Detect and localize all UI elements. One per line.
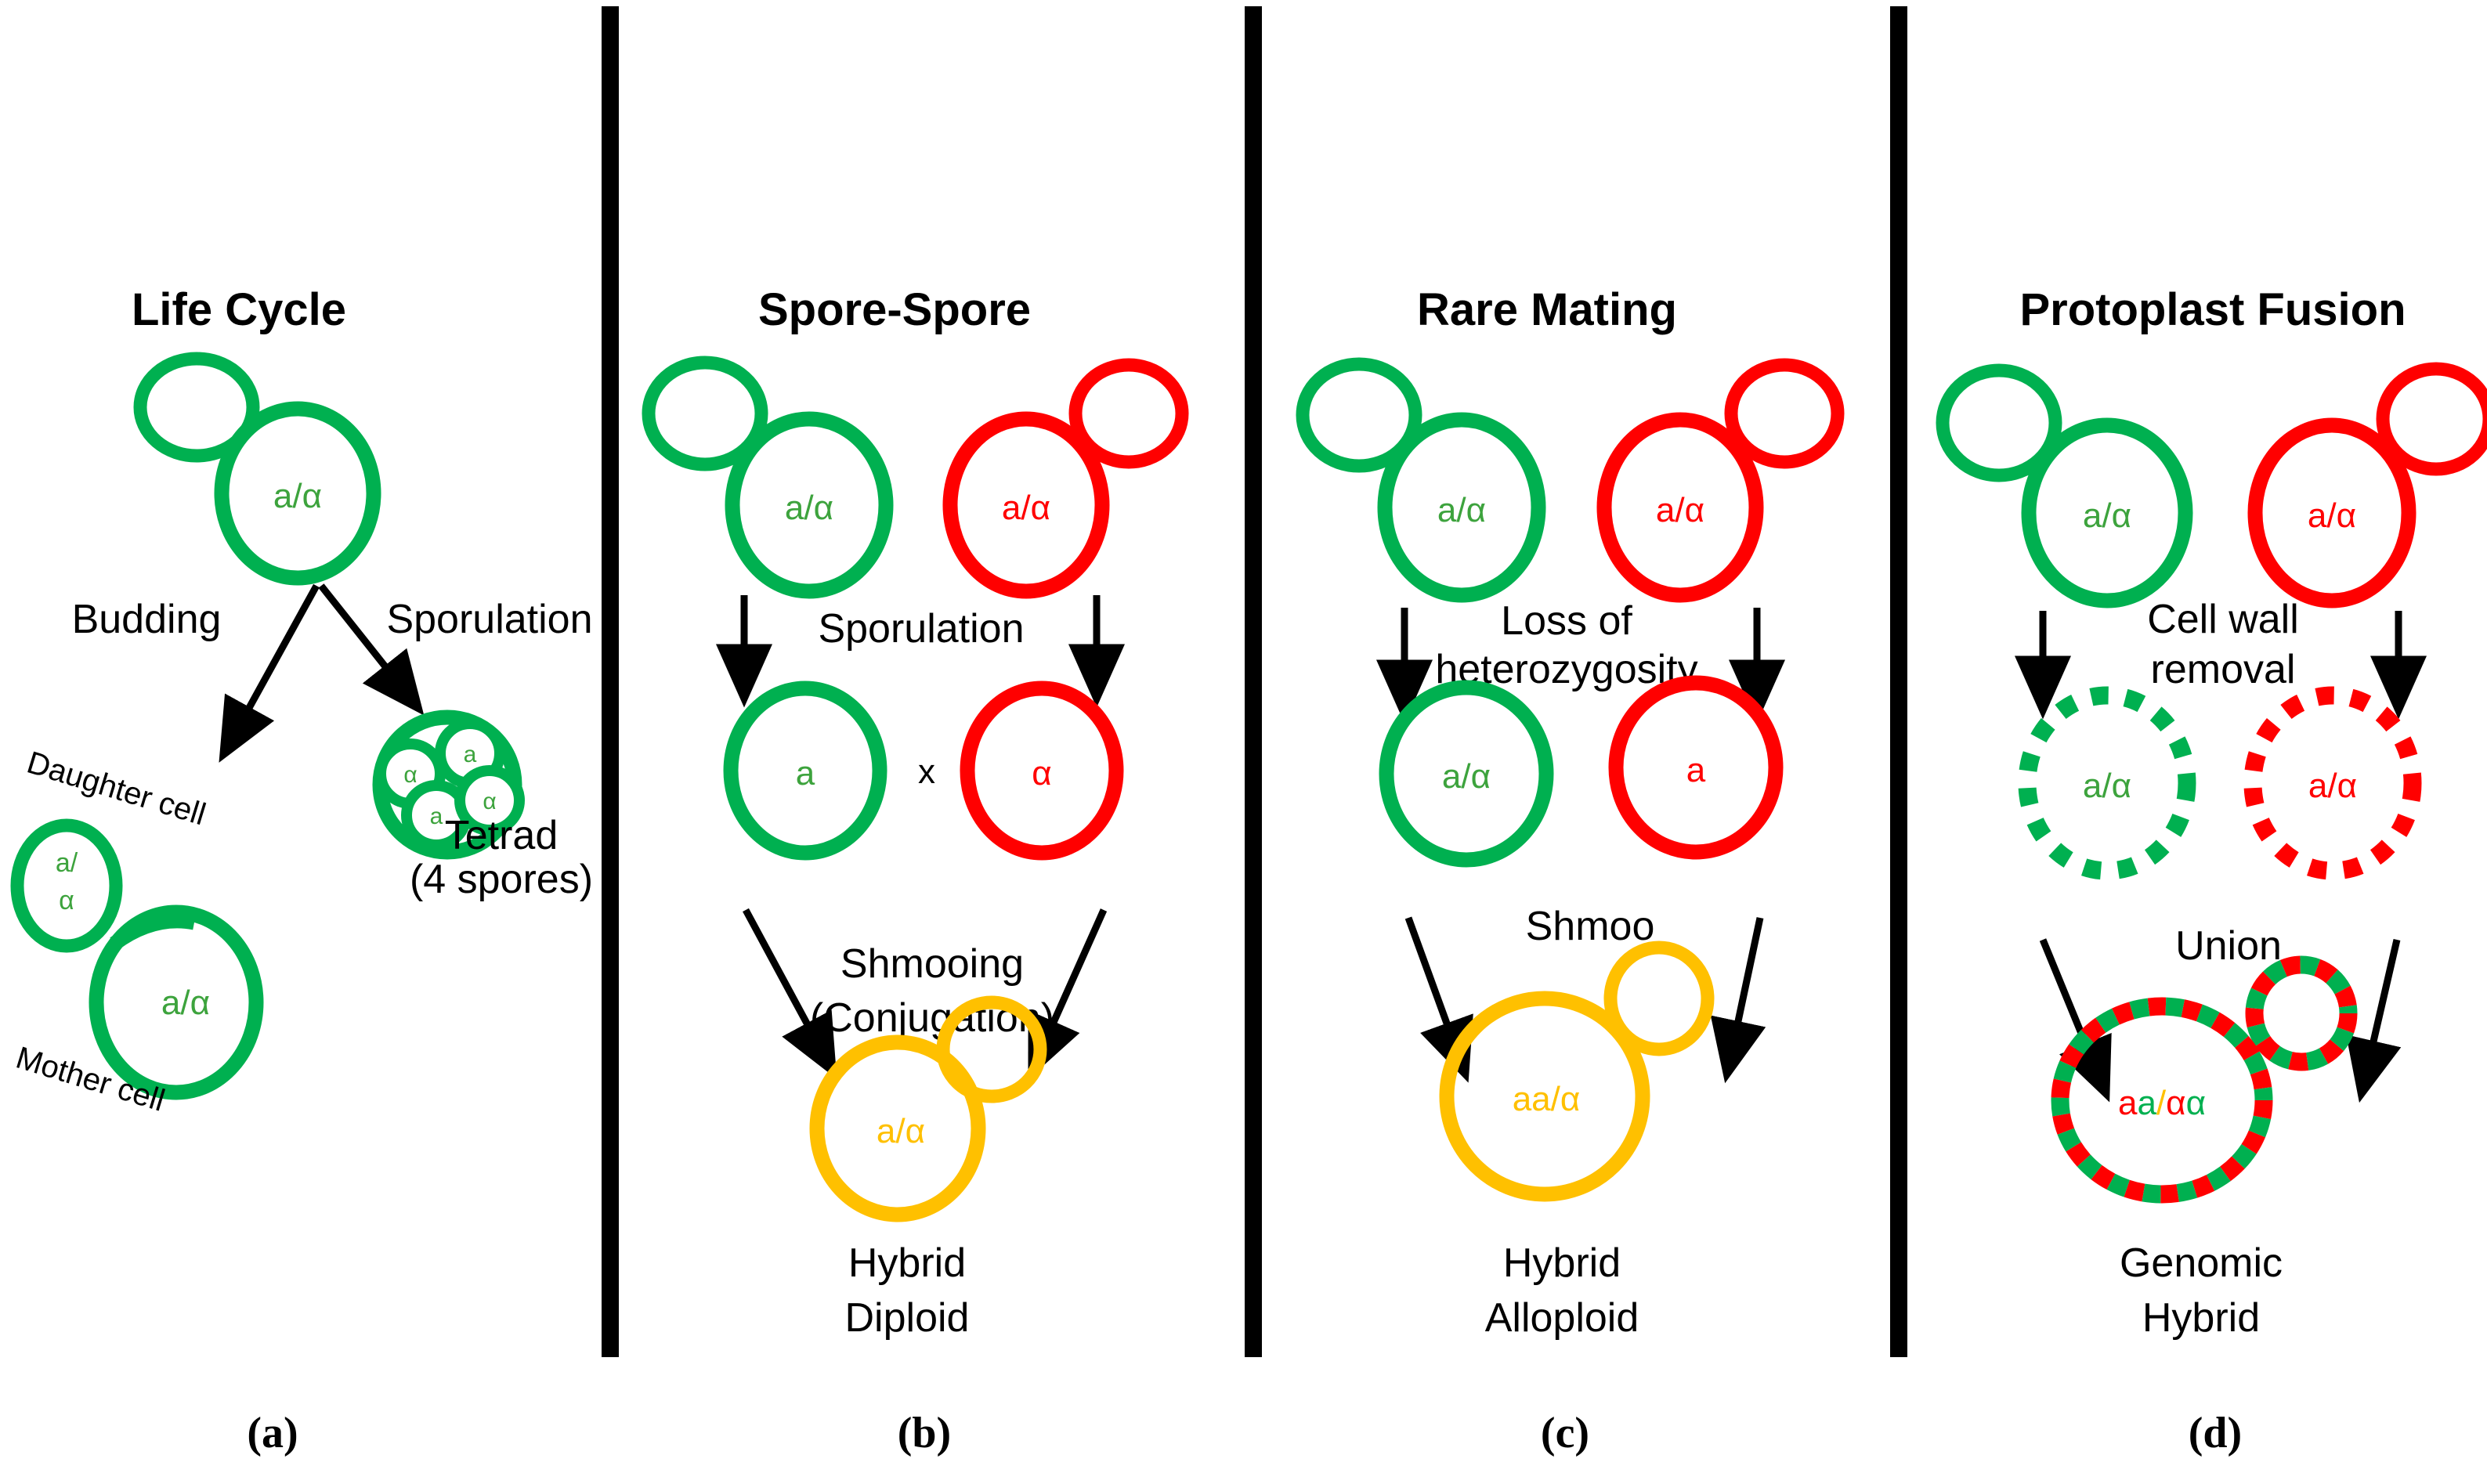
panel-b-cross-symbol: x xyxy=(918,753,935,791)
panel-c-output-label-2: Alloploid xyxy=(1485,1295,1639,1341)
panel-c-sub-label: (c) xyxy=(1541,1409,1589,1457)
hybrid-part-a2: a xyxy=(2137,1084,2156,1122)
panel-b-sporulation-label: Sporulation xyxy=(818,606,1024,652)
panel-d-protoplast-red: a/α xyxy=(2243,686,2422,880)
panel-d-cellwall-label-1: Cell wall xyxy=(2147,597,2299,642)
panel-d-cellwall-arrows xyxy=(2015,611,2427,720)
panel-d-parent-red-label: a/α xyxy=(2308,496,2356,535)
panel-a-tetrad-label: Tetrad xyxy=(445,813,558,858)
panel-c-red-haploid: a xyxy=(1608,675,1784,860)
panel-a-daughter-label-l2: α xyxy=(59,886,74,915)
panel-c-green-diploid-label: a/α xyxy=(1442,757,1491,796)
panel-d-parent-green-label: a/α xyxy=(2083,496,2131,535)
panel-b-spore-red-label: α xyxy=(1032,754,1051,793)
panel-c-parent-green-label: a/α xyxy=(1437,491,1486,529)
panel-a-sub-label: (a) xyxy=(247,1409,298,1457)
panel-b-parent-green: a/α xyxy=(642,356,894,599)
panel-d-protoplast-red-label: a/α xyxy=(2308,767,2357,805)
panel-b-parent-red: a/α xyxy=(942,358,1189,599)
panel-c-loh-arrows xyxy=(1376,608,1785,724)
panel-b-spore-green-label: a xyxy=(796,754,815,793)
panel-b-shmooing-label: Shmooing xyxy=(840,941,1024,987)
panel-d-protoplast-green: a/α xyxy=(2018,686,2196,880)
panel-a-branch-arrows xyxy=(219,583,425,763)
panel-d-title: Protoplast Fusion xyxy=(2020,284,2406,335)
hybrid-part-slash: / xyxy=(2156,1084,2167,1122)
panel-d-genomic-hybrid: aa/αα xyxy=(2051,955,2358,1204)
panel-b-sporulation-arrows xyxy=(716,595,1125,708)
panel-a-spore-2: a xyxy=(464,742,477,767)
panel-d-union-label: Union xyxy=(2175,923,2282,969)
panel-b-hybrid-label: a/α xyxy=(877,1112,925,1150)
panel-c-output-label-1: Hybrid xyxy=(1503,1240,1621,1286)
panel-c-parent-red: a/α xyxy=(1596,358,1845,603)
panel-c-hybrid-alloploid: aa/α xyxy=(1439,941,1715,1202)
panel-b-output-label-1: Hybrid xyxy=(848,1240,966,1286)
panel-b-output-label-2: Diploid xyxy=(845,1295,970,1341)
panel-d-union-arrows xyxy=(2039,938,2402,1103)
hybrid-part-alpha2: α xyxy=(2186,1084,2206,1122)
panel-c-parent-green: a/α xyxy=(1296,357,1546,603)
panel-c-title: Rare Mating xyxy=(1417,284,1677,335)
panel-a-daughter-label-l1: a/ xyxy=(56,848,78,878)
panel-a-spore-1: α xyxy=(403,762,417,788)
panel-a-sporulation-label: Sporulation xyxy=(386,597,592,642)
panel-b-sub-label: (b) xyxy=(898,1409,951,1457)
panel-a-tetrad-sublabel: (4 spores) xyxy=(410,857,593,902)
panel-d-output-label-2: Hybrid xyxy=(2142,1295,2260,1341)
panel-c-hybrid-label: aa/α xyxy=(1513,1080,1581,1118)
panel-b-hybrid-diploid: a/α xyxy=(809,995,1047,1222)
panel-a-daughter-cell-label: Daughter cell xyxy=(23,746,209,832)
panel-d-output-label-1: Genomic xyxy=(2120,1240,2283,1286)
panel-a-title: Life Cycle xyxy=(132,284,346,335)
panel-d-parent-green: a/α xyxy=(1936,363,2193,608)
panel-c-red-haploid-label: a xyxy=(1686,751,1706,789)
panel-d-sub-label: (d) xyxy=(2189,1409,2242,1457)
panel-a-mother-label: a/α xyxy=(161,984,210,1022)
panel-c-loh-label-1: Loss of xyxy=(1501,598,1632,644)
panel-c-parent-red-label: a/α xyxy=(1656,491,1704,529)
panel-d-protoplast-green-label: a/α xyxy=(2083,767,2131,805)
panel-a-mother-cell: a/α xyxy=(89,904,264,1100)
panel-c-shmoo-label: Shmoo xyxy=(1526,904,1655,949)
panel-d-cellwall-label-2: removal xyxy=(2151,647,2296,692)
panel-a-spore-4: α xyxy=(483,789,496,814)
panel-d-genomic-hybrid-label: aa/αα xyxy=(2118,1084,2206,1122)
panel-b-parent-red-label: a/α xyxy=(1002,489,1050,527)
panel-a-mother-cell-label: Mother cell xyxy=(12,1041,168,1118)
panel-b-title: Spore-Spore xyxy=(758,284,1031,335)
panel-a-budding-label: Budding xyxy=(72,597,222,642)
panel-a-tetrad: α a a α xyxy=(372,710,525,860)
panel-b-spore-green: a xyxy=(723,681,887,861)
panel-a-parent-diploid: a/α xyxy=(133,352,381,586)
panel-b-spore-red: α xyxy=(960,681,1124,861)
hybrid-part-alpha1: α xyxy=(2166,1084,2185,1122)
panel-a-parent-label: a/α xyxy=(273,477,322,515)
hybrid-part-a1: a xyxy=(2118,1084,2138,1122)
panel-a-daughter-cell: a/ α xyxy=(10,818,123,953)
panel-c-green-diploid: a/α xyxy=(1379,680,1554,868)
panel-a-spore-3: a xyxy=(430,803,443,829)
panel-d-parent-red: a/α xyxy=(2247,362,2487,608)
panel-b-parent-green-label: a/α xyxy=(785,489,833,527)
